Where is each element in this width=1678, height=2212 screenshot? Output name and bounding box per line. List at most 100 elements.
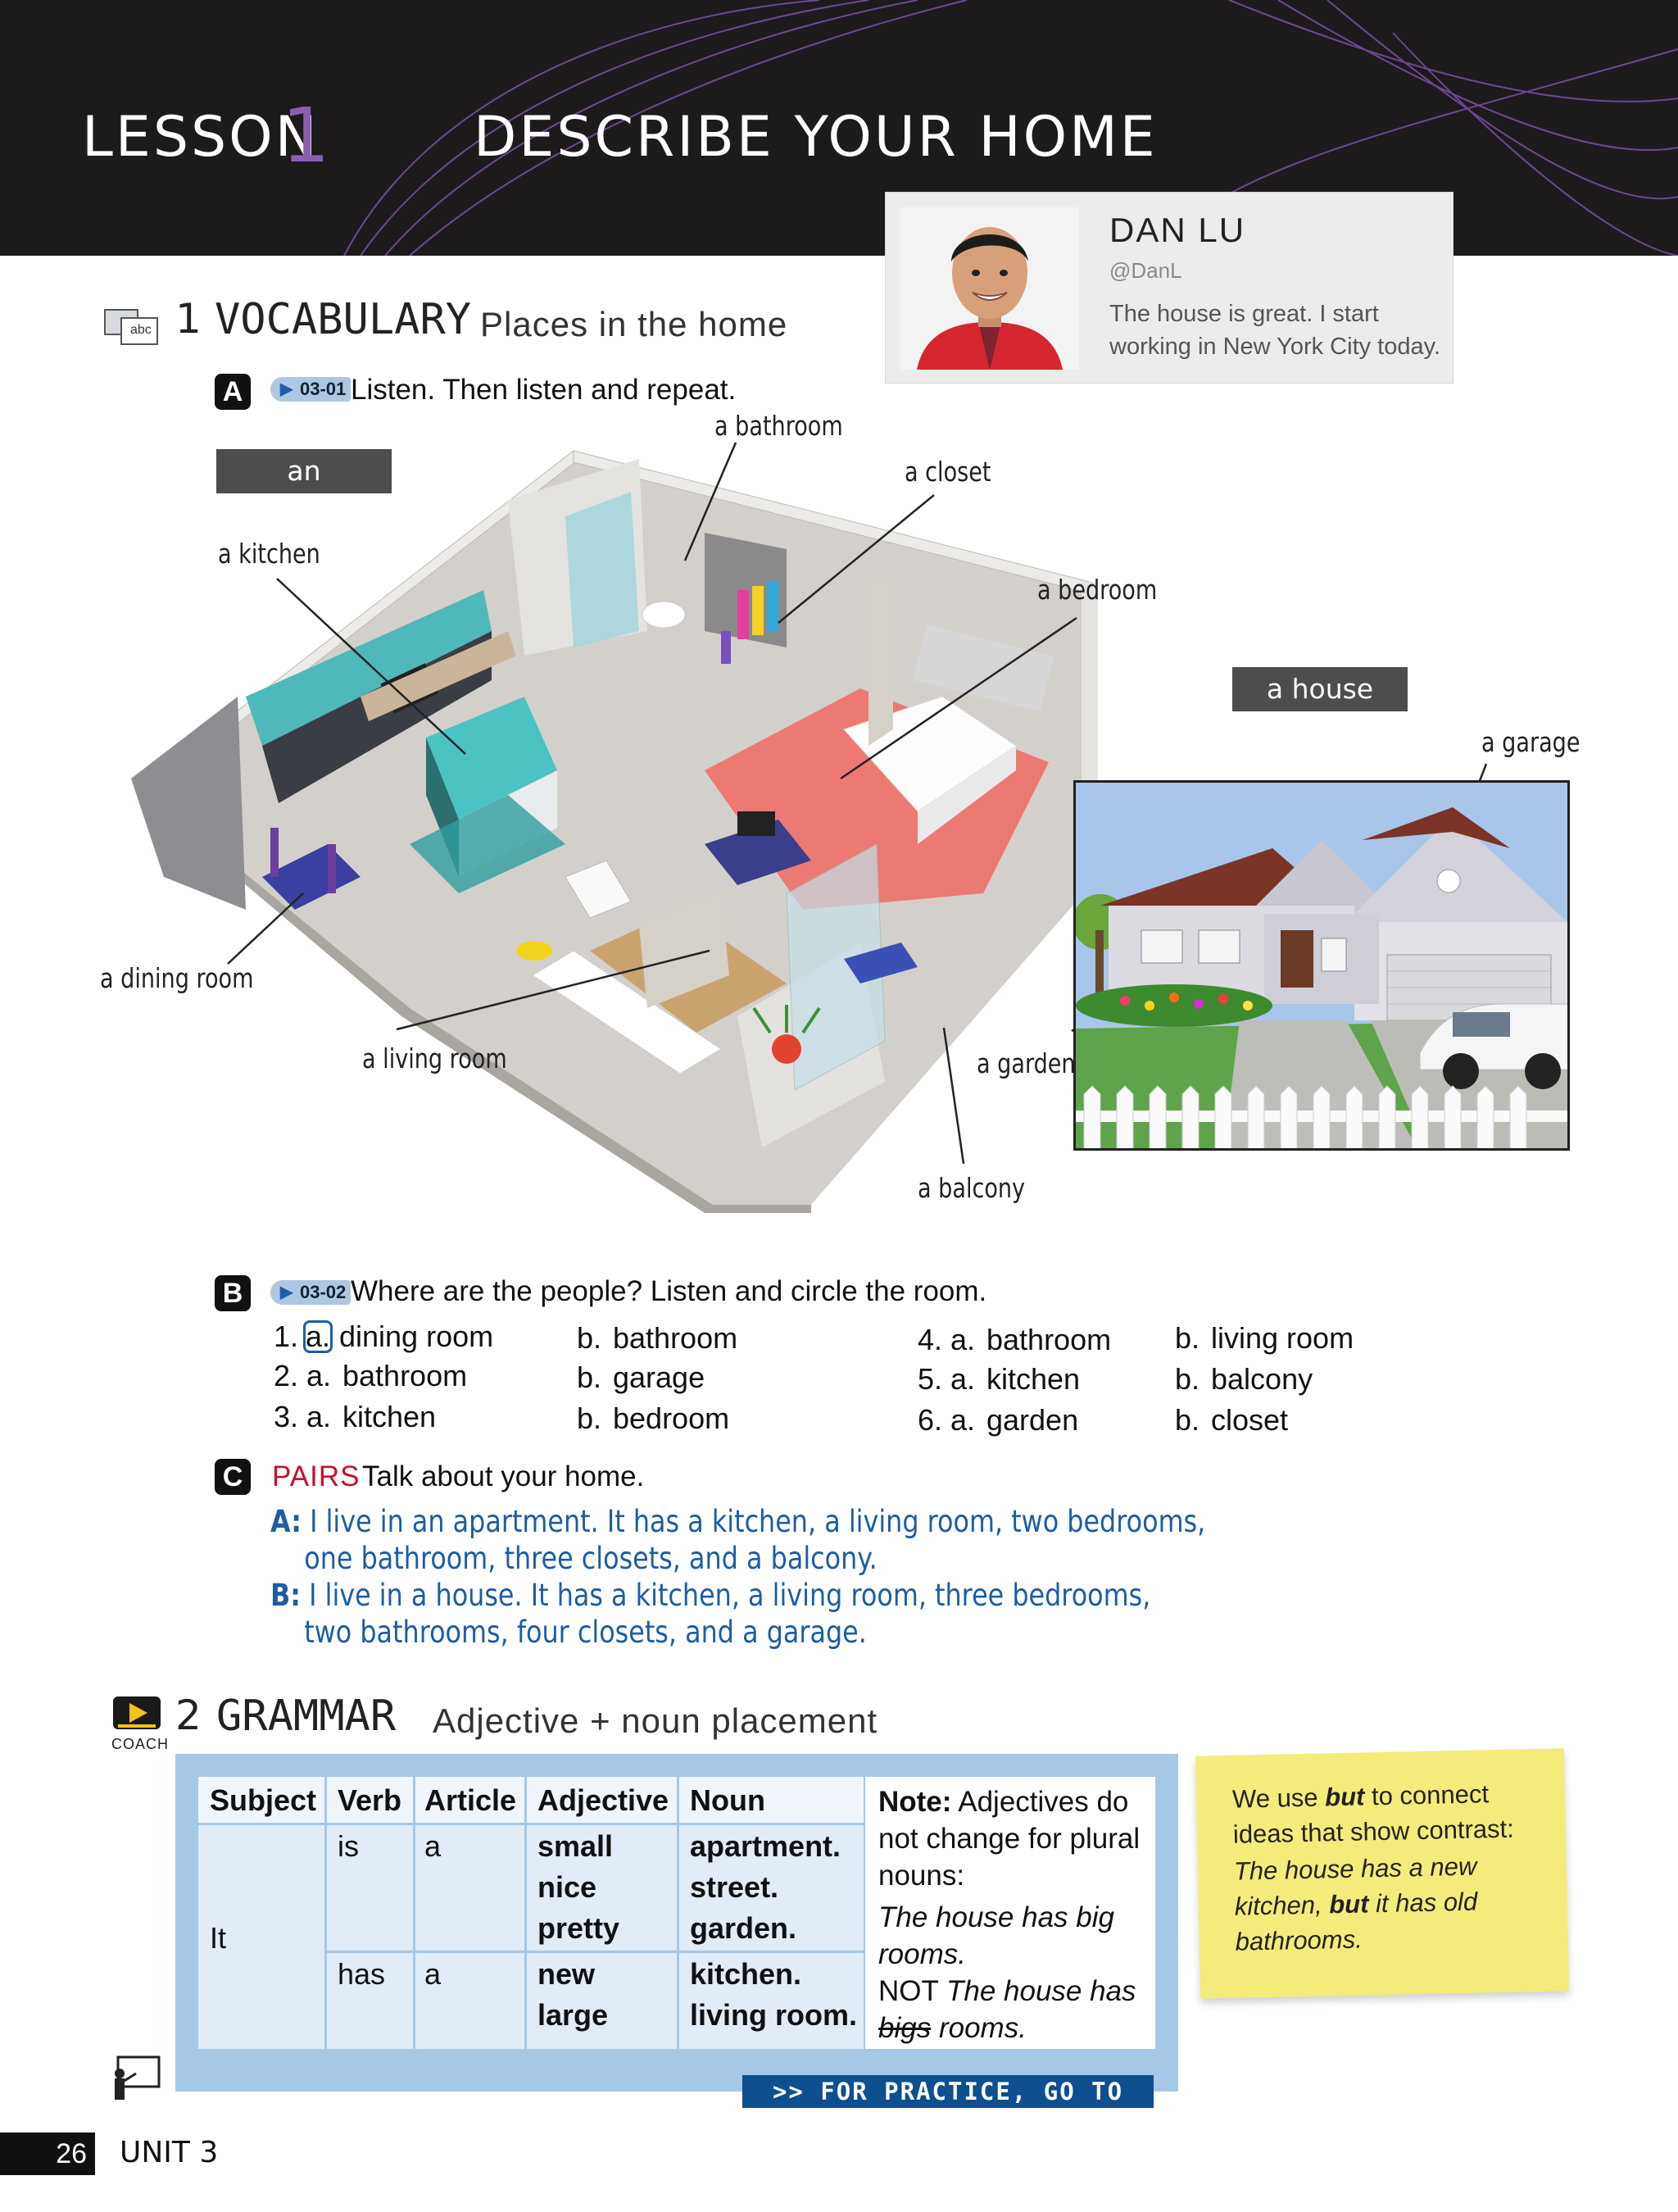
home-illustration: an apartment a house a bathroom a closet… xyxy=(0,385,1678,1238)
table-cell-noun: garden. xyxy=(690,1911,797,1945)
teacher-board-icon xyxy=(111,2055,161,2110)
practice-link[interactable]: >> FOR PRACTICE, GO TO PAGE 110 xyxy=(742,2075,1154,2138)
avatar xyxy=(900,207,1079,370)
table-header: Noun xyxy=(690,1783,765,1817)
table-cell-adjective: small xyxy=(537,1829,614,1863)
exercise-b-instruction: Where are the people? Listen and circle … xyxy=(351,1275,987,1307)
lesson-header: LESSON 1 DESCRIBE YOUR HOME xyxy=(0,0,1678,256)
profile-quote: The house is great. I start working in N… xyxy=(1109,301,1441,360)
exercise-b-badge: B xyxy=(215,1275,251,1311)
table-cell-article: a xyxy=(424,1829,442,1863)
grammar-note-text: Note: Adjectives do not change for plura… xyxy=(878,1786,1141,2044)
label-balcony: a balcony xyxy=(918,1172,1026,1204)
apartment-floorplan xyxy=(131,450,1098,1213)
table-cell-adjective: pretty xyxy=(537,1911,620,1945)
unit-label: UNIT 3 xyxy=(120,2136,219,2169)
table-cell-article: a xyxy=(424,1957,442,1991)
table-cell-adjective: new xyxy=(537,1957,596,1991)
label-bedroom: a bedroom xyxy=(1037,574,1158,606)
conversation-b-line: I live in a house. It has a kitchen, a l… xyxy=(309,1578,1151,1613)
exercise-c-instruction: Talk about your home. xyxy=(362,1460,645,1492)
section-title: VOCABULARY xyxy=(215,295,472,344)
exercise-b-option: b.living room xyxy=(1175,1321,1354,1355)
exercise-b-item: 3.a.kitchen xyxy=(274,1400,437,1433)
lesson-title: DESCRIBE YOUR HOME xyxy=(474,105,1158,170)
section-number: 2 xyxy=(175,1692,202,1739)
conversation-a: A: I live in an apartment. It has a kitc… xyxy=(270,1503,1205,1577)
section-number: 1 xyxy=(175,295,202,343)
conversation-b-line: two bathrooms, four closets, and a garag… xyxy=(304,1615,867,1650)
audio-track-button[interactable]: 03-02 xyxy=(270,1280,351,1305)
exercise-b-item: 1.a.dining room xyxy=(274,1319,494,1353)
label-garden: a garden xyxy=(977,1047,1076,1079)
profile-name: DAN LU xyxy=(1109,211,1246,249)
sticky-note: We use but to connect ideas that show co… xyxy=(1195,1748,1570,1999)
option-a[interactable]: a. xyxy=(306,1359,332,1392)
conversation-a-line: I live in an apartment. It has a kitchen… xyxy=(310,1504,1206,1539)
table-header: Verb xyxy=(338,1783,402,1817)
table-cell-verb: has xyxy=(338,1957,386,1991)
section-title: GRAMMAR xyxy=(216,1692,397,1741)
table-header: Article xyxy=(424,1783,517,1817)
option-b[interactable]: b. xyxy=(577,1321,602,1355)
pairs-label: PAIRS xyxy=(272,1460,361,1492)
table-cell-adjective: large xyxy=(537,1998,609,2032)
exercise-b-option: b.closet xyxy=(1175,1403,1289,1437)
exercise-a-instruction: Listen. Then listen and repeat. xyxy=(351,374,737,406)
table-cell-noun: apartment. xyxy=(690,1829,841,1863)
label-kitchen: a kitchen xyxy=(218,538,320,570)
grammar-table: Subject Verb Article Adjective Noun It i… xyxy=(198,1777,1155,2049)
section-subtitle: Adjective + noun placement xyxy=(433,1701,878,1740)
vocabulary-icon-text: abc xyxy=(130,323,152,337)
table-cell-subject: It xyxy=(210,1921,227,1955)
exercise-b-option: b.balcony xyxy=(1175,1362,1313,1396)
coach-label: COACH xyxy=(111,1736,170,1752)
exercise-b-item: 4.a.bathroom xyxy=(918,1323,1112,1356)
speaker-b: B: xyxy=(270,1578,301,1613)
grammar-chart: Subject Verb Article Adjective Noun It i… xyxy=(175,1754,1178,2092)
option-b[interactable]: b. xyxy=(1175,1362,1200,1396)
house-picture xyxy=(1073,780,1570,1151)
label-closet: a closet xyxy=(905,456,991,488)
table-cell-noun: kitchen. xyxy=(690,1957,802,1991)
option-b[interactable]: b. xyxy=(1175,1403,1200,1437)
circled-answer[interactable]: a. xyxy=(303,1320,333,1353)
lesson-label: LESSON xyxy=(82,105,320,170)
exercise-a-badge: A xyxy=(215,374,251,410)
label-garage: a garage xyxy=(1481,726,1580,758)
exercise-b-option: b.bedroom xyxy=(577,1401,730,1435)
option-a[interactable]: a. xyxy=(950,1362,976,1396)
sticky-note-rule: We use but to connect ideas that show co… xyxy=(1231,1779,1515,1849)
speaker-a: A: xyxy=(270,1504,302,1539)
option-a[interactable]: a. xyxy=(950,1323,976,1356)
exercise-b-item: 5.a.kitchen xyxy=(918,1362,1081,1396)
option-a[interactable]: a. xyxy=(306,1400,332,1433)
vocabulary-icon: abc xyxy=(103,308,161,350)
exercise-b-option: b.bathroom xyxy=(577,1321,738,1355)
coach-video-icon[interactable]: COACH xyxy=(111,1695,168,1752)
table-cell-adjective: nice xyxy=(537,1870,597,1904)
house-tag: a house xyxy=(1232,667,1408,711)
grammar-note: Note: Adjectives do not change for plura… xyxy=(865,1777,1155,2049)
table-cell-noun: living room. xyxy=(690,1998,858,2032)
profile-card: DAN LU @DanL The house is great. I start… xyxy=(885,192,1454,384)
label-bathroom: a bathroom xyxy=(714,410,843,442)
table-header: Subject xyxy=(210,1783,317,1817)
apartment-tag: an apartment xyxy=(216,449,392,531)
lesson-number: 1 xyxy=(282,92,330,179)
conversation-b: B: I live in a house. It has a kitchen, … xyxy=(270,1577,1150,1651)
option-a[interactable]: a. xyxy=(950,1403,976,1437)
table-header: Adjective xyxy=(537,1783,669,1817)
option-b[interactable]: b. xyxy=(577,1401,602,1435)
option-b[interactable]: b. xyxy=(577,1360,602,1394)
table-cell-verb: is xyxy=(338,1829,359,1863)
exercise-b-item: 6.a.garden xyxy=(918,1403,1079,1437)
exercise-b-option: b.garage xyxy=(577,1360,705,1394)
label-living-room: a living room xyxy=(362,1042,507,1074)
section-subtitle: Places in the home xyxy=(480,305,788,343)
option-b[interactable]: b. xyxy=(1175,1321,1200,1355)
exercise-c-badge: C xyxy=(215,1459,251,1495)
exercise-b-item: 2.a.bathroom xyxy=(274,1359,468,1392)
audio-track-button[interactable]: 03-01 xyxy=(270,377,351,402)
conversation-a-line: one bathroom, three closets, and a balco… xyxy=(304,1541,878,1576)
